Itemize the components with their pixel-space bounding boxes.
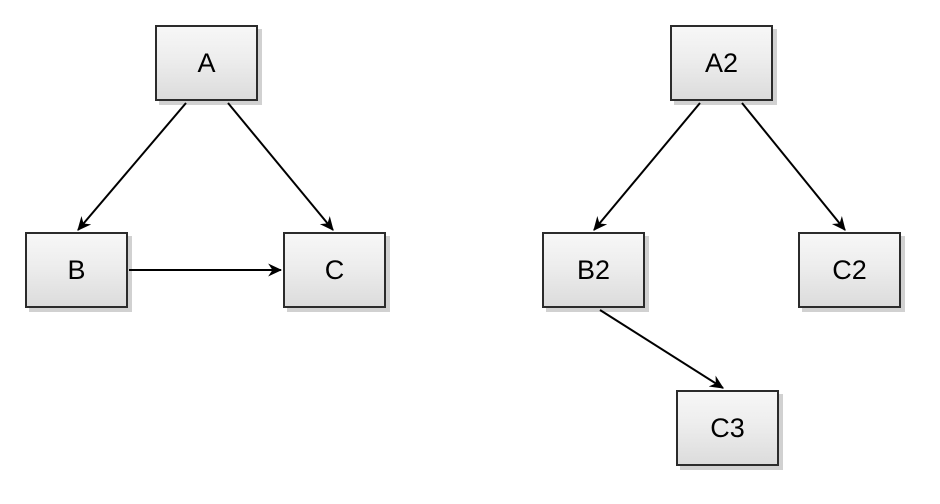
edge-a-to-c [227,102,334,231]
node-label-c3: C3 [710,412,745,443]
node-b2[interactable]: B2 [542,232,645,308]
node-label-c: C [324,254,345,285]
edge-a-to-b [77,102,187,231]
node-label-a2: A2 [704,47,739,78]
node-c3[interactable]: C3 [676,390,779,466]
edge-b2-to-c3 [599,309,724,389]
node-c[interactable]: C [283,232,386,308]
edge-a2-to-b2 [593,102,701,231]
edge-a2-to-c2 [741,102,846,231]
edges [77,102,846,389]
node-a2[interactable]: A2 [670,25,773,101]
node-label-c2: C2 [832,254,867,285]
node-a[interactable]: A [155,25,258,101]
node-b[interactable]: B [25,232,128,308]
node-label-a: A [197,47,216,78]
node-label-b: B [67,254,86,285]
node-c2[interactable]: C2 [798,232,901,308]
node-label-b2: B2 [576,254,611,285]
